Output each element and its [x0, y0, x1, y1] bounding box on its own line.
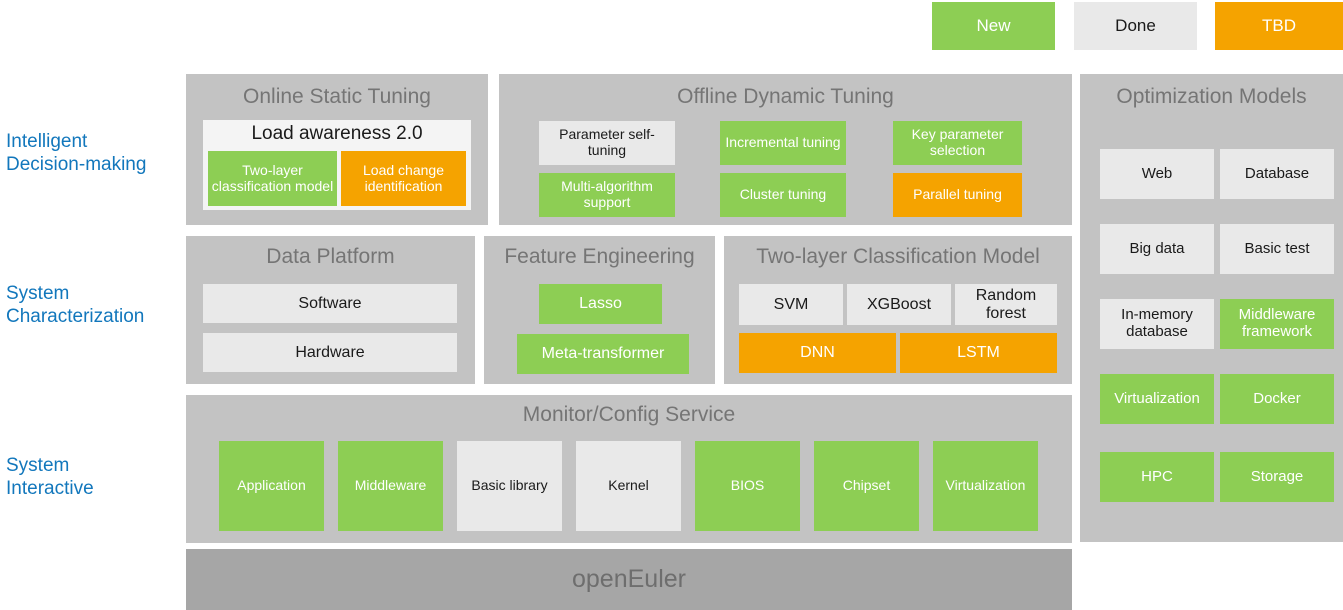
card-middleware[interactable]: Middleware — [338, 441, 443, 531]
legend-label-done: Done — [1115, 16, 1156, 36]
card-web[interactable]: Web — [1100, 149, 1214, 199]
card-label: Meta-transformer — [541, 345, 665, 363]
card-meta-transformer[interactable]: Meta-transformer — [517, 334, 689, 374]
card-label: Two-layer classification model — [211, 161, 334, 194]
card-label: DNN — [800, 344, 835, 362]
card-dnn[interactable]: DNN — [739, 333, 896, 373]
card-label: Middleware framework — [1238, 306, 1316, 340]
footer-label: openEuler — [572, 565, 686, 593]
card-storage[interactable]: Storage — [1220, 452, 1334, 502]
card-in-memory-database[interactable]: In-memory database — [1100, 299, 1214, 349]
card-label: Software — [298, 294, 362, 312]
card-kernel[interactable]: Kernel — [576, 441, 681, 531]
card-bios[interactable]: BIOS — [695, 441, 800, 531]
card-label: Parallel tuning — [913, 186, 1002, 203]
card-label: BIOS — [730, 477, 765, 494]
footer-openeuler-bar: openEuler — [186, 549, 1072, 610]
group-load-awareness: Load awareness 2.0 Two-layer classificat… — [203, 120, 471, 210]
panel-title-feature-engineering: Feature Engineering — [504, 245, 695, 268]
card-label: XGBoost — [866, 295, 932, 313]
card-label: Basic test — [1244, 239, 1310, 257]
card-software[interactable]: Software — [203, 284, 457, 323]
panel-feature-engineering: Feature Engineering Lasso Meta-transform… — [484, 236, 715, 384]
card-label: Kernel — [608, 477, 649, 494]
card-hardware[interactable]: Hardware — [203, 333, 457, 372]
card-label: LSTM — [957, 344, 1000, 362]
card-label: Virtualization — [945, 477, 1026, 494]
card-label: Parameter self-tuning — [559, 126, 655, 158]
card-lasso[interactable]: Lasso — [539, 284, 662, 324]
card-random-forest[interactable]: Random forest — [955, 284, 1057, 325]
card-label: Virtualization — [1114, 389, 1200, 407]
card-parameter-self-tuning[interactable]: Parameter self-tuning — [539, 121, 675, 165]
card-incremental-tuning[interactable]: Incremental tuning — [720, 121, 846, 165]
panel-monitor-config-service: Monitor/Config Service Application Middl… — [186, 395, 1072, 543]
card-svm[interactable]: SVM — [739, 284, 843, 325]
card-label: Random forest — [975, 286, 1037, 322]
panel-title-two-layer-classification-model: Two-layer Classification Model — [756, 245, 1040, 268]
group-title-load-awareness: Load awareness 2.0 — [251, 123, 423, 145]
panel-data-platform: Data Platform Software Hardware — [186, 236, 475, 384]
card-big-data[interactable]: Big data — [1100, 224, 1214, 274]
card-label: Lasso — [579, 295, 622, 313]
panel-title-online-static-tuning: Online Static Tuning — [243, 85, 431, 108]
card-load-change-identification[interactable]: Load change identification — [341, 151, 466, 206]
card-lstm[interactable]: LSTM — [900, 333, 1057, 373]
legend-item-done[interactable]: Done — [1074, 2, 1197, 50]
card-key-parameter-selection[interactable]: Key parameter selection — [893, 121, 1022, 165]
card-label: Key parameter selection — [911, 126, 1004, 158]
card-label: Chipset — [842, 477, 891, 494]
card-middleware-framework[interactable]: Middleware framework — [1220, 299, 1334, 349]
panel-two-layer-classification-model: Two-layer Classification Model SVM XGBoo… — [724, 236, 1072, 384]
card-label: Multi-algorithm support — [561, 178, 653, 210]
panel-title-optimization-models: Optimization Models — [1116, 85, 1307, 108]
card-xgboost[interactable]: XGBoost — [847, 284, 951, 325]
card-label: Middleware — [354, 477, 427, 494]
card-label: SVM — [773, 295, 809, 313]
card-label: HPC — [1141, 467, 1173, 485]
card-label: Load change identification — [363, 161, 444, 194]
card-basic-library[interactable]: Basic library — [457, 441, 562, 531]
card-label: Big data — [1129, 239, 1185, 257]
panel-online-static-tuning: Online Static Tuning Load awareness 2.0 … — [186, 74, 488, 225]
card-parallel-tuning[interactable]: Parallel tuning — [893, 173, 1022, 217]
card-label: Application — [237, 477, 306, 494]
card-application[interactable]: Application — [219, 441, 324, 531]
card-label: Storage — [1250, 467, 1304, 485]
panel-title-data-platform: Data Platform — [266, 245, 395, 268]
card-label: Incremental tuning — [725, 134, 841, 151]
card-hpc[interactable]: HPC — [1100, 452, 1214, 502]
card-label: Docker — [1253, 389, 1301, 407]
card-label: Cluster tuning — [739, 186, 827, 203]
card-label: Hardware — [295, 343, 365, 361]
card-docker[interactable]: Docker — [1220, 374, 1334, 424]
card-label: Web — [1141, 164, 1173, 182]
panel-title-monitor-config-service: Monitor/Config Service — [522, 403, 736, 426]
card-label: Database — [1244, 164, 1310, 182]
card-multi-algorithm-support[interactable]: Multi-algorithm support — [539, 173, 675, 217]
card-virtualization[interactable]: Virtualization — [1100, 374, 1214, 424]
card-database[interactable]: Database — [1220, 149, 1334, 199]
panel-title-offline-dynamic-tuning: Offline Dynamic Tuning — [677, 85, 894, 108]
card-chipset[interactable]: Chipset — [814, 441, 919, 531]
card-basic-test[interactable]: Basic test — [1220, 224, 1334, 274]
card-virtualization[interactable]: Virtualization — [933, 441, 1038, 531]
card-cluster-tuning[interactable]: Cluster tuning — [720, 173, 846, 217]
legend-label-tbd: TBD — [1262, 16, 1296, 36]
legend-item-tbd[interactable]: TBD — [1215, 2, 1343, 50]
card-label: Basic library — [471, 477, 548, 494]
legend-item-new[interactable]: New — [932, 2, 1055, 50]
card-two-layer-classification-model[interactable]: Two-layer classification model — [208, 151, 337, 206]
panel-optimization-models: Optimization Models Web Database Big dat… — [1080, 74, 1343, 542]
legend-label-new: New — [976, 16, 1011, 36]
card-label: In-memory database — [1121, 306, 1193, 340]
panel-offline-dynamic-tuning: Offline Dynamic Tuning Parameter self-tu… — [499, 74, 1072, 225]
